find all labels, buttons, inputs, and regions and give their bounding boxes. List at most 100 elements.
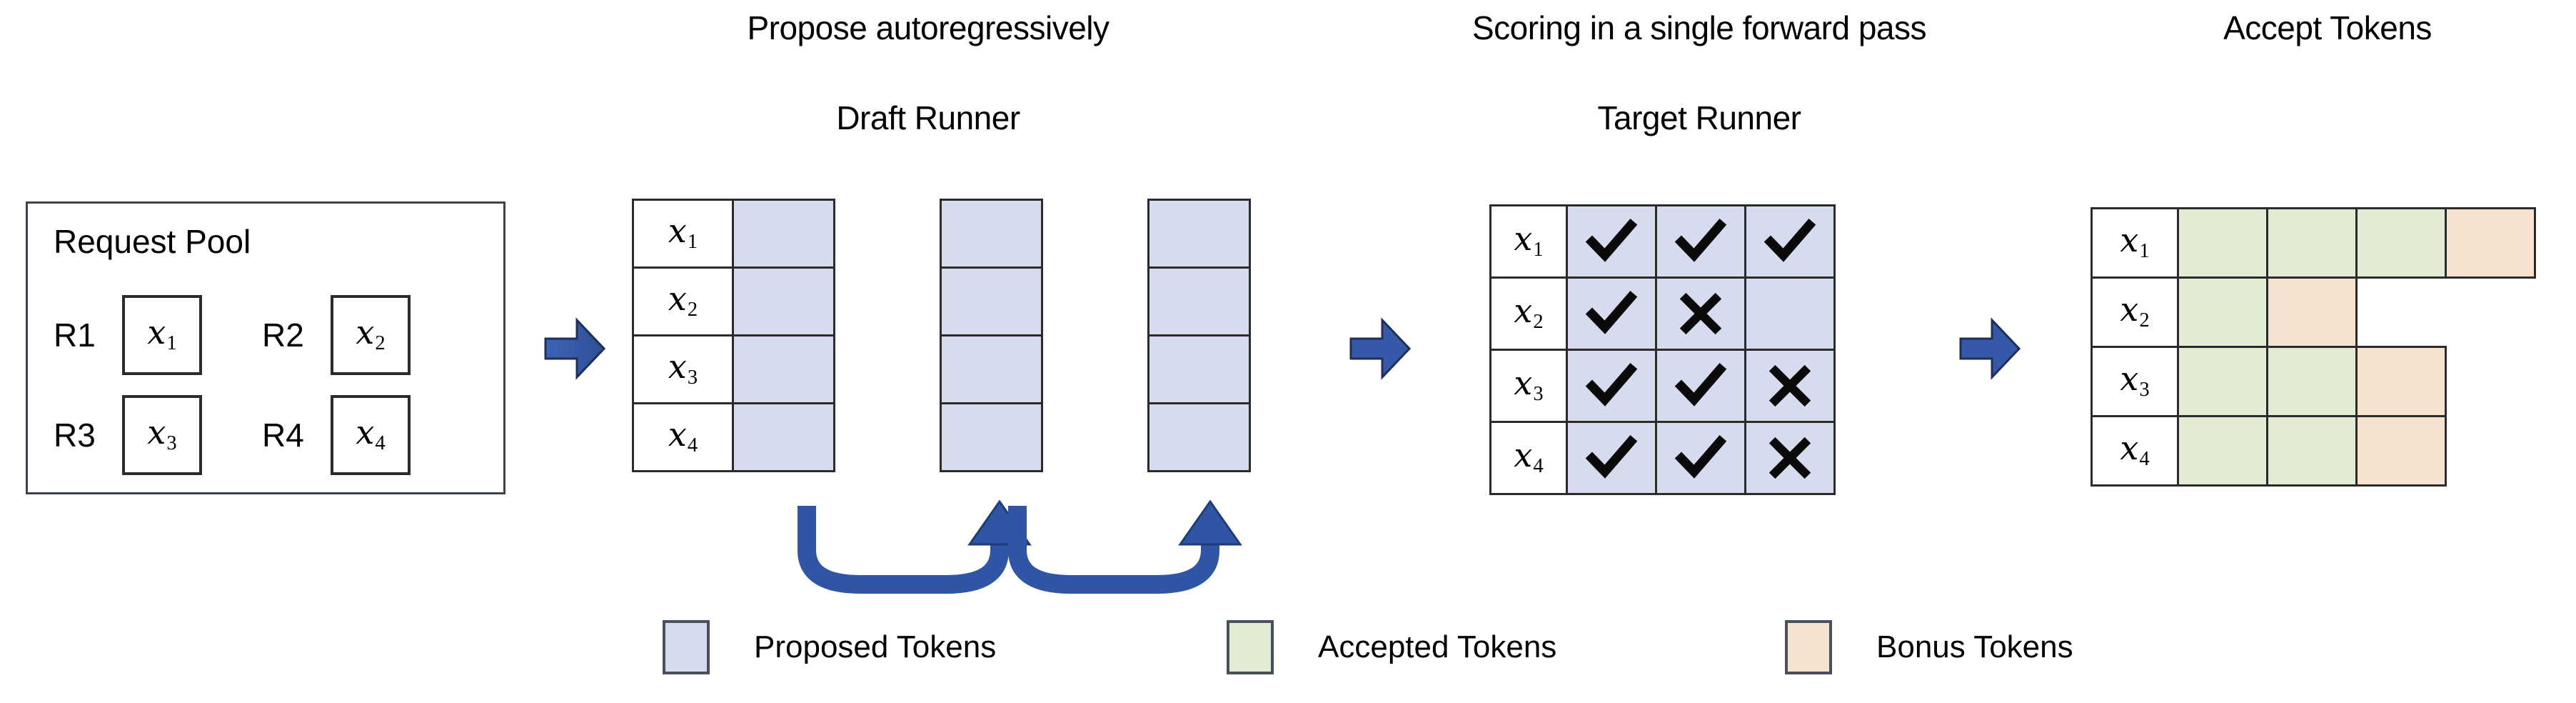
cross-icon [1769,364,1811,407]
target-cell-r4-c3[interactable] [1744,421,1836,495]
accept-cell-r2-c1[interactable] [2177,276,2268,348]
target-row-label-x2: x2 [1489,276,1568,351]
accept-cell-r3-c2[interactable] [2266,346,2358,417]
target-cell-r4-c2[interactable] [1655,421,1746,495]
target-row-3: x3 [1489,349,1836,423]
draft-cell-r1-s3[interactable] [1147,199,1251,269]
target-runner-grid: x1 x2 x3 [1489,204,1836,495]
target-cell-r1-c2[interactable] [1655,204,1746,279]
draft-gap-r2-b [1041,266,1149,336]
request-label-r4: R4 [262,417,304,454]
accept-cell-r4-c1[interactable] [2177,415,2268,487]
draft-cell-r3-s1[interactable] [732,334,835,404]
accept-cell-r4-c3[interactable] [2355,415,2447,487]
token-x2: x2 [356,313,386,355]
stage-transition-arrow-1 [544,316,606,382]
check-icon [1674,363,1727,407]
accept-row-label-x4: x4 [2091,415,2179,487]
accept-row-2: x2 [2091,276,2534,348]
accept-cell-r3-c1[interactable] [2177,346,2268,417]
draft-row-4: x4 [632,402,1251,472]
cross-icon [1769,437,1811,479]
target-row-4: x4 [1489,421,1836,495]
legend-label-bonus: Bonus Tokens [1876,629,2073,664]
target-row-2: x2 [1489,276,1836,351]
accept-row-3: x3 [2091,346,2534,417]
accept-tokens-grid: x1 x2 x3 x4 [2091,207,2536,487]
draft-row-label-x4: x4 [632,402,734,472]
accept-cell-r4-c2[interactable] [2266,415,2358,487]
target-cell-r1-c1[interactable] [1566,204,1657,279]
token-x1: x1 [147,313,177,355]
target-cell-r4-c1[interactable] [1566,421,1657,495]
accept-cell-r2-c2[interactable] [2266,276,2358,348]
draft-cell-r2-s1[interactable] [732,266,835,336]
token-x3: x3 [147,413,177,455]
check-icon [1585,291,1638,334]
draft-cell-r1-s1[interactable] [732,199,835,269]
request-token-box-r4: x4 [331,395,411,475]
request-pool-row-1: R1 x1 R2 x2 [54,295,411,375]
accept-cell-r3-c3[interactable] [2355,346,2447,417]
target-cell-r3-c3[interactable] [1744,349,1836,423]
draft-row-label-x3: x3 [632,334,734,404]
token-x4: x4 [356,413,386,455]
draft-cell-r2-s3[interactable] [1147,266,1251,336]
draft-cell-r1-s2[interactable] [940,199,1043,269]
request-entry-r2[interactable]: R2 x2 [262,295,411,375]
request-entry-r4[interactable]: R4 x4 [262,395,411,475]
legend-swatch-proposed [663,620,710,674]
target-row-label-x3: x3 [1489,349,1568,423]
request-entry-r1[interactable]: R1 x1 [54,295,202,375]
target-row-label-x1: x1 [1489,204,1568,279]
draft-row-1: x1 [632,199,1251,269]
stage-transition-arrow-2 [1349,316,1412,382]
draft-cell-r3-s2[interactable] [940,334,1043,404]
accept-row-4: x4 [2091,415,2534,487]
accept-cell-r1-c2[interactable] [2266,207,2358,279]
draft-cell-r3-s3[interactable] [1147,334,1251,404]
draft-gap-r4-a [833,402,942,472]
target-cell-r1-c3[interactable] [1744,204,1836,279]
cross-icon [1679,292,1722,335]
check-icon [1674,435,1727,479]
target-cell-r2-c3[interactable] [1744,276,1836,351]
target-cell-r2-c1[interactable] [1566,276,1657,351]
draft-gap-r1-a [833,199,942,269]
accept-row-label-x1: x1 [2091,207,2179,279]
draft-runner-grid: x1 x2 x3 x4 [632,199,1251,472]
accept-row-label-x3: x3 [2091,346,2179,417]
draft-row-label-x2: x2 [632,266,734,336]
target-cell-r2-c2[interactable] [1655,276,1746,351]
accept-tokens-title: Accept Tokens [2223,9,2432,46]
target-runner-title: Target Runner [1597,99,1802,136]
target-cell-r3-c1[interactable] [1566,349,1657,423]
accept-cell-r1-c1[interactable] [2177,207,2268,279]
draft-cell-r4-s2[interactable] [940,402,1043,472]
draft-row-2: x2 [632,266,1251,336]
draft-gap-r2-a [833,266,942,336]
legend-item-proposed: Proposed Tokens [663,620,996,674]
request-entry-r3[interactable]: R3 x3 [54,395,202,475]
draft-gap-r3-a [833,334,942,404]
draft-gap-r1-b [1041,199,1149,269]
autoregressive-feedback-arrow-2 [996,499,1253,611]
draft-row-label-x1: x1 [632,199,734,269]
request-pool-panel: Request Pool R1 x1 R2 x2 R3 x3 R4 x4 [26,201,505,494]
target-cell-r3-c2[interactable] [1655,349,1746,423]
accept-row-1: x1 [2091,207,2536,279]
target-row-1: x1 [1489,204,1836,279]
accept-cell-r1-c3[interactable] [2355,207,2447,279]
target-row-label-x4: x4 [1489,421,1568,495]
accept-row-label-x2: x2 [2091,276,2179,348]
accept-cell-r1-c4[interactable] [2445,207,2536,279]
draft-runner-title: Draft Runner [836,99,1020,136]
check-icon [1674,219,1727,262]
legend-item-accepted: Accepted Tokens [1227,620,1556,674]
draft-cell-r4-s1[interactable] [732,402,835,472]
draft-gap-r3-b [1041,334,1149,404]
legend-item-bonus: Bonus Tokens [1785,620,2073,674]
check-icon [1585,435,1638,479]
draft-cell-r2-s2[interactable] [940,266,1043,336]
draft-cell-r4-s3[interactable] [1147,402,1251,472]
